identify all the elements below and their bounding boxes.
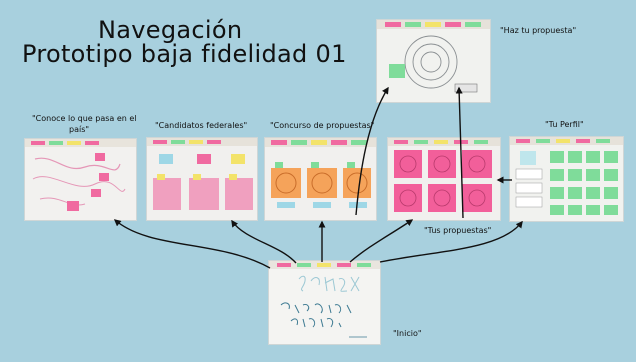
label-conoce-line2: país" [69,125,90,134]
haz-sketch [377,20,490,102]
screen-conoce-photo[interactable] [24,138,137,221]
slide-title: Navegación [98,16,243,44]
screen-concurso-photo[interactable] [264,137,377,221]
label-haz: "Haz tu propuesta" [500,26,577,35]
screen-haz-photo[interactable] [376,19,491,103]
screen-candidatos-photo[interactable] [146,137,258,221]
tus-sketch [388,138,500,220]
label-conoce-line1: "Conoce lo que pasa en el [32,114,137,123]
screen-tus-photo[interactable] [387,137,501,221]
conoce-sketch [25,139,136,220]
label-tus: "Tus propuestas" [424,226,492,235]
arrow-to-candidatos [231,219,297,264]
slide-subtitle: Prototipo baja fidelidad 01 [22,40,347,68]
candidatos-sketch [147,138,257,220]
label-concurso: "Concurso de propuestas" [270,121,375,130]
screen-perfil-photo[interactable] [509,136,624,222]
label-candidatos: "Candidatos federales" [155,121,248,130]
arrow-to-perfil [379,220,523,263]
label-perfil: "Tu Perfil" [545,120,584,129]
arrow-to-conoce [113,219,271,269]
arrow-to-tus [349,219,414,263]
arrow-tus-to-haz [455,86,464,219]
label-inicio: "Inicio" [393,329,422,338]
perfil-sketch [510,137,623,221]
arrow-to-haz [355,86,389,216]
screen-inicio-photo[interactable] [268,260,381,345]
inicio-sketch [269,261,380,344]
